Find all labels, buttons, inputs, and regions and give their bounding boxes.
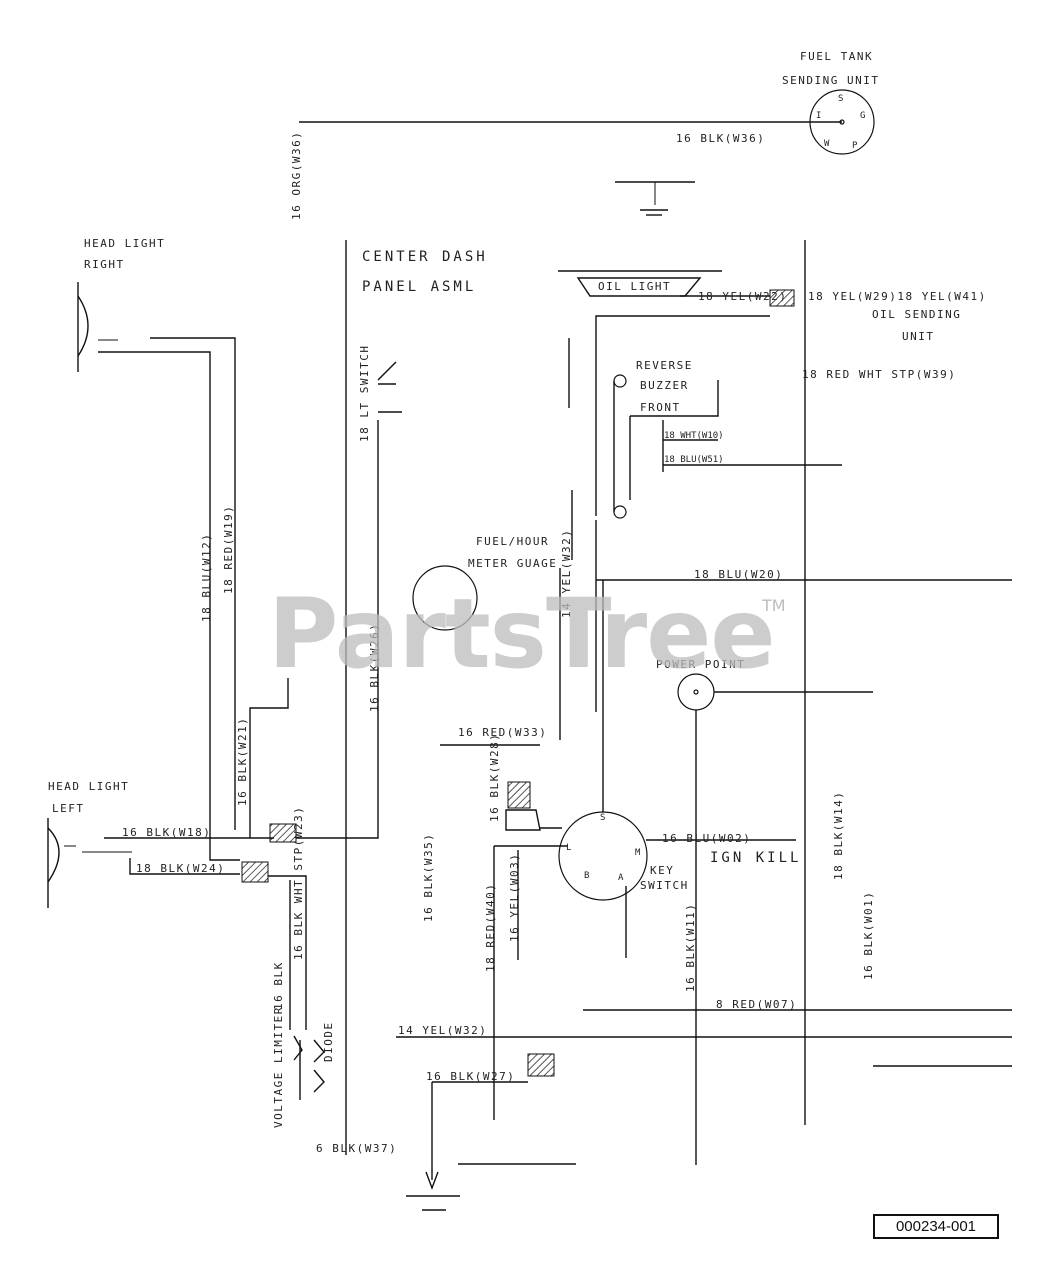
pin-label-i: I <box>816 111 821 121</box>
wire-label-w03: 16 YEL(W03) <box>508 853 521 942</box>
center-dash-label-2: PANEL ASML <box>362 279 476 295</box>
headlight-left: HEAD LIGHT LEFT <box>47 780 132 908</box>
fuel-tank-label-2: SENDING UNIT <box>782 74 879 87</box>
ground-symbol <box>406 1171 460 1211</box>
pin-label-s: S <box>838 94 843 104</box>
connector-oil <box>769 289 795 307</box>
fuel-tank-sending-unit: FUEL TANK SENDING UNIT S G I W P <box>782 50 879 155</box>
reverse-buzzer-label-2: BUZZER <box>640 379 689 392</box>
wire-label-blk: 16 BLK <box>272 961 285 1010</box>
wire-label-w18: 16 BLK(W18) <box>122 826 211 839</box>
part-id-box: 000234-001 <box>873 1214 999 1239</box>
fuel-tank-label: FUEL TANK <box>800 50 873 63</box>
headlight-right-label-2: RIGHT <box>84 258 125 271</box>
wire-label-w29-w41: 18 YEL(W29)18 YEL(W41) <box>808 290 987 303</box>
light-switch: 18 LT SWITCH <box>358 345 402 442</box>
headlight-right-label: HEAD LIGHT <box>84 237 165 250</box>
key-pin-s: S <box>600 813 605 823</box>
diode: DIODE <box>313 1021 335 1093</box>
watermark-trademark: TM <box>762 596 786 615</box>
fuel-hour-meter-gauge: FUEL/HOUR METER GUAGE <box>412 535 557 631</box>
wire-label-w39: 18 RED WHT STP(W39) <box>802 368 956 381</box>
oil-sending-label-2: UNIT <box>902 330 935 343</box>
wire-label-w02: 16 BLU(W02) <box>662 832 751 845</box>
ign-kill-label: IGN KILL <box>710 850 801 866</box>
pin-label-g: G <box>860 111 865 121</box>
headlight-left-label-2: LEFT <box>52 802 85 815</box>
oil-sending-label: OIL SENDING <box>872 308 961 321</box>
wire-label-w33: 16 RED(W33) <box>458 726 547 739</box>
power-point-center <box>693 689 699 695</box>
wire-label-w24: 18 BLK(W24) <box>136 862 225 875</box>
wire-label-w14: 18 BLK(W14) <box>832 791 845 880</box>
wire-label-w27: 16 BLK(W27) <box>426 1070 515 1083</box>
reverse-buzzer: REVERSE BUZZER FRONT <box>613 359 693 519</box>
wire-label-w40: 18 RED(W40) <box>484 883 497 972</box>
pin-label-w: W <box>824 139 830 149</box>
wire-label-w13: 18 LT SWITCH <box>358 345 371 442</box>
connector-bottom <box>527 1053 555 1077</box>
wire-label-w19: 18 RED(W19) <box>222 505 235 594</box>
key-pin-l: L <box>566 843 571 853</box>
oil-light-label: OIL LIGHT <box>598 280 671 293</box>
wire-label-w51: 18 BLU(W51) <box>664 455 724 465</box>
headlight-right: HEAD LIGHT RIGHT <box>77 237 165 372</box>
wire-label-w35: 16 BLK(W35) <box>422 833 435 922</box>
buzzer-terminal-bottom <box>613 505 627 519</box>
wire-label-w12: 18 BLU(W12) <box>200 533 213 622</box>
wire-label-w01: 16 BLK(W01) <box>862 891 875 980</box>
voltage-limiter: VOLTAGE LIMITER <box>272 1006 303 1128</box>
diode-label: DIODE <box>322 1021 335 1062</box>
watermark: PartsTree <box>268 578 775 690</box>
reverse-buzzer-label: REVERSE <box>636 359 693 372</box>
wire-label-w10: 18 WHT(W10) <box>664 431 724 441</box>
key-switch-label: KEY <box>650 864 674 877</box>
voltage-limiter-label: VOLTAGE LIMITER <box>272 1006 285 1128</box>
wire-label-w36: 16 BLK(W36) <box>676 132 765 145</box>
wire-label-w11: 16 BLK(W11) <box>684 903 697 992</box>
wire-label-w23: 16 BLK WHT STP(W23) <box>292 806 305 960</box>
center-dash-label: CENTER DASH <box>362 249 488 265</box>
gauge-label: FUEL/HOUR <box>476 535 549 548</box>
gauge-circle <box>412 565 478 631</box>
wire-label-w32-vert: 14 YEL(W32) <box>560 529 573 618</box>
wire-label-w07: 8 RED(W07) <box>716 998 797 1011</box>
key-pin-m: M <box>635 848 641 858</box>
wire-label-w37: 6 BLK(W37) <box>316 1142 397 1155</box>
wire-label-w32: 14 YEL(W32) <box>398 1024 487 1037</box>
wire-label-w22: 18 YEL(W22) <box>698 290 787 303</box>
wire-label-w28: 16 BLK(W28) <box>488 733 501 822</box>
power-point-label: POWER POINT <box>656 658 745 671</box>
key-switch-circle <box>558 811 648 901</box>
connector-left-upper <box>269 823 297 843</box>
headlight-left-label: HEAD LIGHT <box>48 780 129 793</box>
pin-label-p: P <box>852 141 858 151</box>
connector-key-upper <box>507 781 531 809</box>
buzzer-terminal-top <box>613 374 627 388</box>
wire-label-w20: 18 BLU(W20) <box>694 568 783 581</box>
gauge-label-2: METER GUAGE <box>468 557 557 570</box>
key-switch: S M L B A KEY SWITCH <box>558 811 689 901</box>
key-pin-a: A <box>618 873 624 883</box>
wire-label-w36-vert: 16 ORG(W36) <box>290 131 303 220</box>
key-pin-b: B <box>584 871 589 881</box>
wire-label-w21: 16 BLK(W21) <box>236 717 249 806</box>
connector-left-lower <box>241 861 269 883</box>
reverse-buzzer-label-3: FRONT <box>640 401 681 414</box>
key-switch-label-2: SWITCH <box>640 879 689 892</box>
